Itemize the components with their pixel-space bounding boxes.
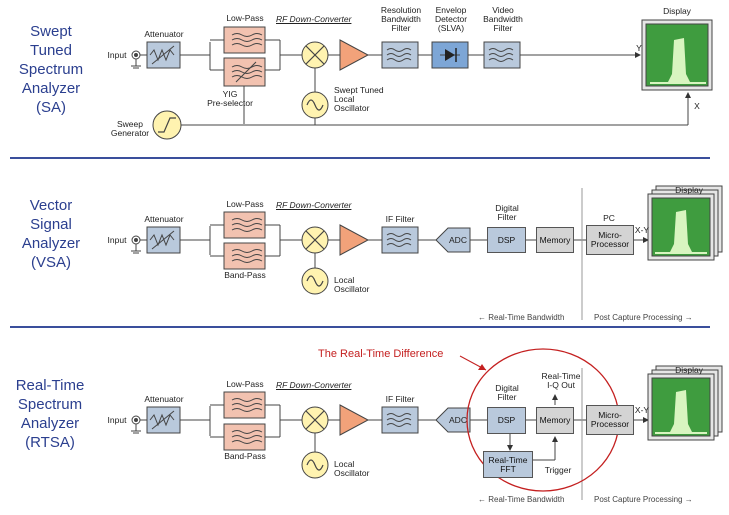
vsa-xy-label: X-Y — [634, 225, 650, 235]
rtsa-display-label: Display — [675, 365, 703, 375]
sa-input-label: Input — [107, 50, 127, 60]
rtsa-if-label: IF Filter — [385, 394, 415, 404]
vsa-bandpass-label: Band-Pass — [224, 270, 266, 280]
rtsa-adc-label: ADC — [449, 415, 467, 425]
vsa-dsp-block: DSP — [487, 227, 526, 253]
sa-rf-title: RF Down-Converter — [276, 14, 352, 24]
sa-y-label: Y — [636, 43, 642, 53]
rtsa-rf-title: RF Down-Converter — [276, 380, 352, 390]
vsa-lowpass-label: Low-Pass — [226, 199, 264, 209]
vsa-attenuator-label: Attenuator — [144, 214, 184, 224]
vsa-memory-block: Memory — [536, 227, 574, 253]
divider-2 — [10, 326, 710, 328]
sa-lowpass-label: Low-Pass — [226, 13, 264, 23]
vsa-adc-label: ADC — [449, 235, 467, 245]
rtsa-memory-block: Memory — [536, 407, 574, 434]
vsa-display-label: Display — [675, 185, 703, 195]
vsa-rf-title: RF Down-Converter — [276, 200, 352, 210]
vsa-micro-block: Micro-Processor — [586, 225, 634, 255]
rtsa-attenuator-label: Attenuator — [144, 394, 184, 404]
rtsa-bandpass-label: Band-Pass — [224, 451, 266, 461]
rtsa-post-capture: Post Capture Processing → — [594, 495, 693, 504]
rt-difference-label: The Real-Time Difference — [318, 348, 444, 360]
rtsa-input-label: Input — [107, 415, 127, 425]
rtsa-dsp-block: DSP — [487, 407, 526, 434]
divider-1 — [10, 157, 710, 159]
vsa-pc-label: PC — [603, 213, 615, 223]
rtsa-xy-label: X-Y — [634, 405, 650, 415]
sa-display-label: Display — [663, 6, 691, 16]
vsa-input-label: Input — [107, 235, 127, 245]
rtsa-trigger-label: Trigger — [544, 465, 572, 475]
rtsa-micro-block: Micro-Processor — [586, 405, 634, 435]
sa-x-label: X — [694, 101, 700, 111]
vsa-post-capture: Post Capture Processing → — [594, 313, 693, 322]
vsa-if-label: IF Filter — [385, 214, 415, 224]
rtsa-rt-bandwidth: ← Real-Time Bandwidth — [478, 495, 565, 504]
rtsa-lowpass-label: Low-Pass — [226, 379, 264, 389]
vsa-rt-bandwidth: ← Real-Time Bandwidth — [478, 313, 565, 322]
sa-attenuator-label: Attenuator — [144, 29, 184, 39]
